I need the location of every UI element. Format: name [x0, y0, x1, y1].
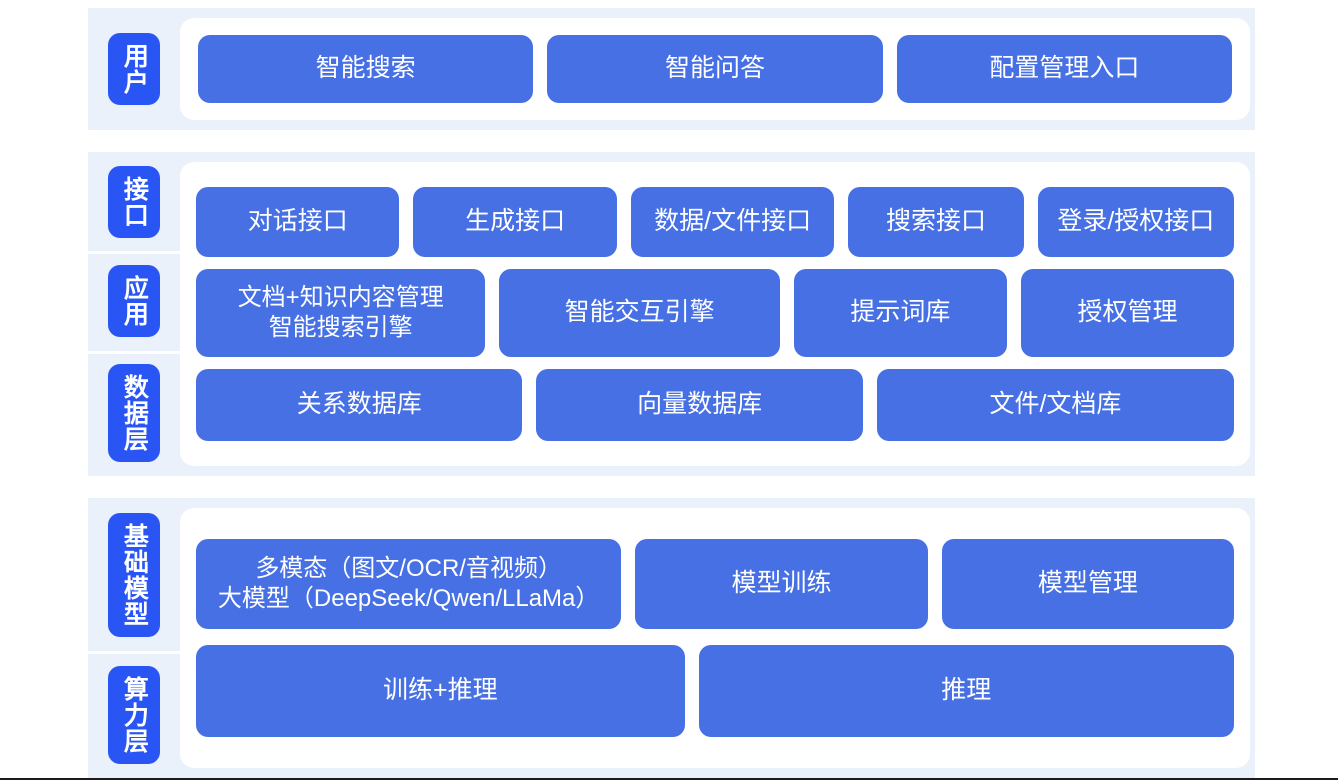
box-model-training[interactable]: 模型训练 [635, 539, 928, 629]
row-user: 智能搜索 智能问答 配置管理入口 [198, 35, 1232, 103]
layer-label-interface: 接口 [108, 165, 160, 238]
row-data: 关系数据库 向量数据库 文件/文档库 [196, 369, 1234, 441]
box-multimodal-large-model[interactable]: 多模态（图文/OCR/音视频） 大模型（DeepSeek/Qwen/LLaMa） [196, 539, 622, 629]
box-authorization-management[interactable]: 授权管理 [1020, 269, 1234, 357]
layer-label-data: 数据层 [108, 364, 160, 463]
card-middle: 对话接口 生成接口 数据/文件接口 搜索接口 登录/授权接口 文档+知识内容管理… [180, 162, 1250, 466]
box-model-management[interactable]: 模型管理 [941, 539, 1234, 629]
box-config-management-entry[interactable]: 配置管理入口 [896, 35, 1232, 103]
layer-label-slot-compute: 算力层 [88, 651, 180, 778]
box-smart-search[interactable]: 智能搜索 [198, 35, 534, 103]
row-compute: 训练+推理 推理 [196, 645, 1234, 737]
box-smart-qa[interactable]: 智能问答 [547, 35, 883, 103]
card-bottom: 多模态（图文/OCR/音视频） 大模型（DeepSeek/Qwen/LLaMa）… [180, 508, 1250, 768]
row-application: 文档+知识内容管理 智能搜索引擎 智能交互引擎 提示词库 授权管理 [196, 269, 1234, 357]
box-dialog-interface[interactable]: 对话接口 [196, 187, 400, 257]
row-foundation-model: 多模态（图文/OCR/音视频） 大模型（DeepSeek/Qwen/LLaMa）… [196, 539, 1234, 629]
box-prompt-library[interactable]: 提示词库 [793, 269, 1007, 357]
layer-label-foundation-model: 基础模型 [108, 512, 160, 637]
box-login-auth-interface[interactable]: 登录/授权接口 [1037, 187, 1234, 257]
layer-label-slot-user: 用户 [88, 8, 180, 130]
section-middle: 接口 应用 数据层 对话接口 生成接口 数据/文件接口 搜索接口 登录/授权接口… [88, 152, 1255, 476]
layer-label-user: 用户 [108, 33, 160, 105]
layer-label-slot-foundation-model: 基础模型 [88, 498, 180, 651]
layer-label-slot-application: 应用 [88, 251, 180, 350]
box-relational-database[interactable]: 关系数据库 [196, 369, 523, 441]
layer-label-column-bottom: 基础模型 算力层 [88, 498, 180, 778]
layer-label-application: 应用 [108, 264, 160, 337]
section-bottom: 基础模型 算力层 多模态（图文/OCR/音视频） 大模型（DeepSeek/Qw… [88, 498, 1255, 778]
bottom-divider [0, 778, 1338, 780]
box-data-file-interface[interactable]: 数据/文件接口 [630, 187, 835, 257]
layer-label-column-user: 用户 [88, 8, 180, 130]
layer-label-compute: 算力层 [108, 665, 160, 764]
box-search-interface[interactable]: 搜索接口 [848, 187, 1024, 257]
box-generation-interface[interactable]: 生成接口 [413, 187, 617, 257]
box-smart-interaction-engine[interactable]: 智能交互引擎 [499, 269, 780, 357]
box-training-inference[interactable]: 训练+推理 [196, 645, 685, 737]
card-user: 智能搜索 智能问答 配置管理入口 [180, 18, 1250, 120]
section-user: 用户 智能搜索 智能问答 配置管理入口 [88, 8, 1255, 130]
layer-label-slot-data: 数据层 [88, 350, 180, 476]
layer-label-column-middle: 接口 应用 数据层 [88, 152, 180, 476]
box-document-knowledge-management[interactable]: 文档+知识内容管理 智能搜索引擎 [196, 269, 486, 357]
box-file-document-repository[interactable]: 文件/文档库 [876, 369, 1234, 441]
layer-label-slot-interface: 接口 [88, 152, 180, 251]
box-vector-database[interactable]: 向量数据库 [536, 369, 863, 441]
row-interface: 对话接口 生成接口 数据/文件接口 搜索接口 登录/授权接口 [196, 187, 1234, 257]
box-inference[interactable]: 推理 [698, 645, 1234, 737]
